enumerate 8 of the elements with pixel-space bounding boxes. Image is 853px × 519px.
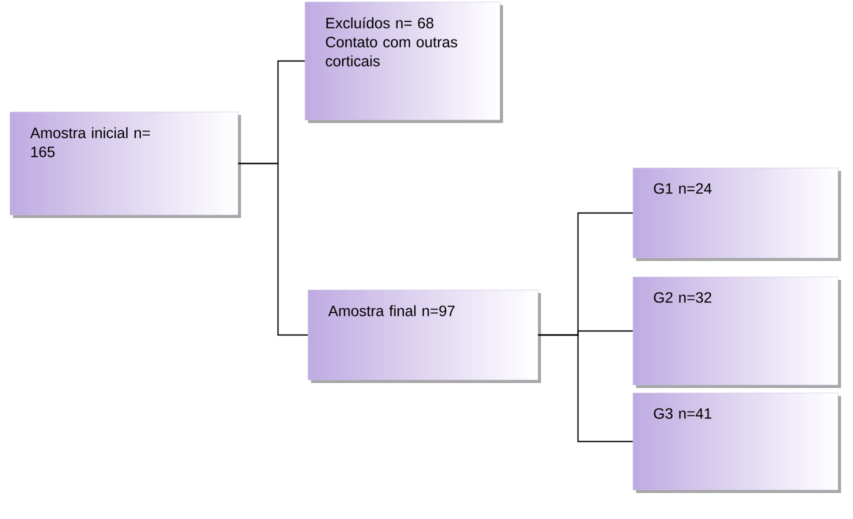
process-box: Amostra inicial n= 165	[10, 112, 241, 218]
process-box: Excluídos n= 68 Contato com outras corticais	[304, 2, 503, 123]
process-box: Amostra final n=97	[308, 290, 541, 383]
process-box: G2 n=32	[632, 276, 841, 388]
connector-line	[238, 162, 308, 336]
connector-line	[538, 334, 633, 442]
process-box: G1 n=24	[632, 168, 841, 261]
process-box: G3 n=41	[632, 392, 841, 493]
